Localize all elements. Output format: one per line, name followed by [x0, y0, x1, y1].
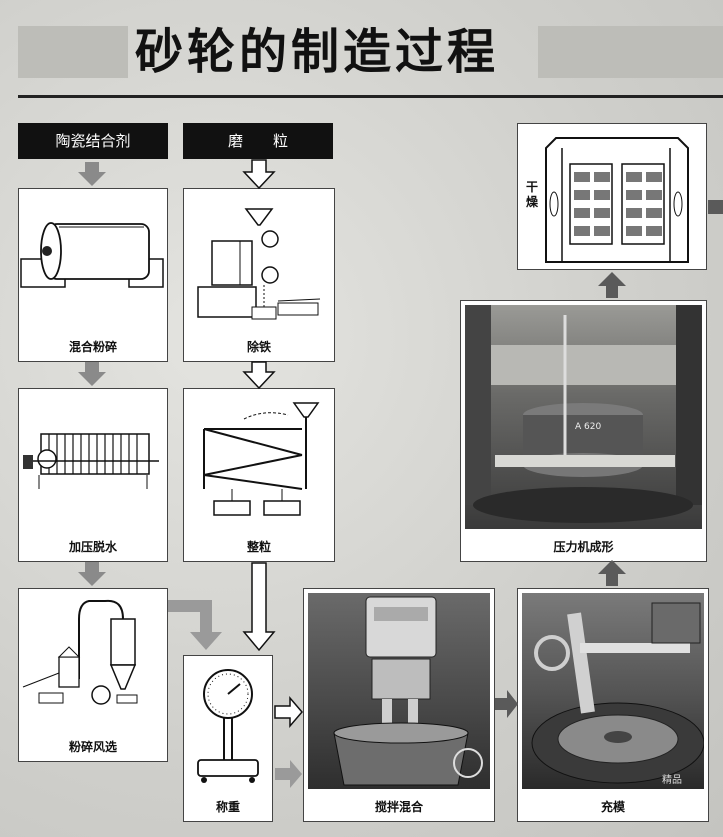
arrow-sizing-down — [244, 563, 274, 650]
arrow-dry-out — [708, 200, 723, 214]
arrow-weigh-gray-right — [275, 760, 302, 788]
arrow-weigh-right — [275, 698, 302, 726]
arrow-fill-to-press — [598, 560, 626, 586]
arrow-classify-to-weigh — [168, 600, 222, 650]
arrow-binder-down — [78, 162, 106, 186]
arrow-mix-to-fill — [495, 690, 518, 718]
arrow-iron-down — [244, 362, 274, 388]
arrow-grain-down — [244, 160, 274, 188]
arrow-mix-down — [78, 362, 106, 386]
arrow-dewater-down — [78, 562, 106, 586]
arrow-press-to-dry — [598, 272, 626, 298]
